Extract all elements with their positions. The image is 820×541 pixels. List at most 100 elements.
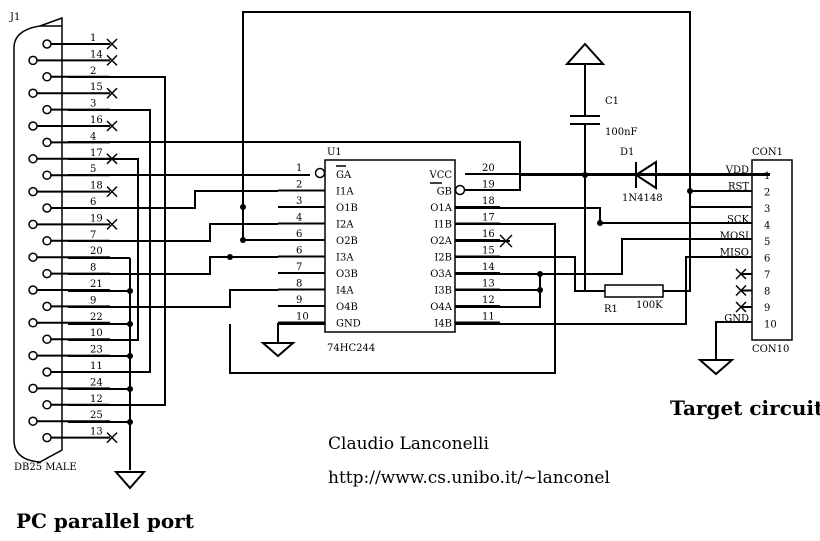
wire-vdd xyxy=(68,141,770,176)
j1-pin-contact xyxy=(28,88,38,98)
u1-pin-number: 20 xyxy=(482,163,495,174)
connector-con1: CON1 CON10 1VDD2RST34SCK5MOSI6MISO78910G… xyxy=(720,147,793,355)
j1-pin-number: 3 xyxy=(90,99,96,110)
j1-pin-number: 24 xyxy=(90,377,103,388)
nc-mark xyxy=(106,120,118,132)
j1-ref: J1 xyxy=(9,12,20,23)
connector-j1: J1 DB25 MALE 114215316417518619720821922… xyxy=(9,12,118,473)
r1-ref: R1 xyxy=(604,304,618,315)
j1-pin-contact xyxy=(28,416,38,426)
u1-pin-number: 18 xyxy=(482,196,495,207)
j1-pin-number: 17 xyxy=(90,148,103,159)
u1-pin-name: GA xyxy=(336,170,352,181)
j1-pin-contact xyxy=(42,334,52,344)
u1-pin-number: 11 xyxy=(482,312,495,323)
j1-pin-number: 19 xyxy=(90,213,103,224)
j1-pin-number: 18 xyxy=(90,181,103,192)
j1-pin-contact xyxy=(28,252,38,262)
wire-i1a xyxy=(68,190,278,209)
wire-i4a xyxy=(68,289,278,308)
u1-ref: U1 xyxy=(327,147,342,158)
j1-pin-number: 21 xyxy=(90,279,103,290)
u1-pin-name: I1A xyxy=(336,187,354,198)
u1-pin-number: 6 xyxy=(296,229,302,240)
j1-pin-number: 11 xyxy=(90,361,103,372)
db25-shell xyxy=(13,16,63,463)
wire-sck xyxy=(455,207,752,224)
u1-pin-name: I2A xyxy=(336,220,354,231)
j1-pin-contact xyxy=(28,121,38,131)
j1-pin-contact xyxy=(28,383,38,394)
u1-pin-number: 10 xyxy=(296,312,309,323)
con1-body xyxy=(751,159,793,341)
ground-symbol xyxy=(113,471,147,490)
j1-pin-contact xyxy=(42,104,52,115)
con1-pin-name: SCK xyxy=(727,215,750,226)
junction xyxy=(687,188,693,194)
u1-pin-name: I3B xyxy=(434,286,452,297)
j1-pin-contact xyxy=(28,318,38,328)
nc-mark xyxy=(106,87,118,99)
u1-pin-name: O4B xyxy=(336,302,358,313)
u1-pin-name: O4A xyxy=(430,302,453,313)
u1-pin-name: I4B xyxy=(434,319,452,330)
resistor-body xyxy=(604,284,664,298)
u1-pin-name: O2B xyxy=(336,236,358,247)
junction xyxy=(227,254,233,260)
j1-pin-contact xyxy=(42,137,52,148)
con1-pin-number: 6 xyxy=(764,254,770,265)
j1-pin-contact xyxy=(28,350,38,361)
con1-pin-number: 4 xyxy=(764,221,770,232)
con1-pin-name: MOSI xyxy=(720,231,749,242)
u1-pin-name: O1B xyxy=(336,203,358,214)
u1-pin-number: 17 xyxy=(482,213,495,224)
con1-pin-number: 2 xyxy=(764,188,770,199)
j1-pin-number: 6 xyxy=(90,197,96,208)
j1-pin-number: 2 xyxy=(90,66,96,77)
u1-pin-name: I4A xyxy=(336,286,354,297)
j1-pin-number: 16 xyxy=(90,115,103,126)
nc-mark xyxy=(106,432,118,444)
con1-pin-number: 3 xyxy=(764,204,770,215)
j1-pin-number: 25 xyxy=(90,410,103,421)
u1-pin-number: 6 xyxy=(296,246,302,257)
nc-mark xyxy=(106,54,118,66)
ga-bubble xyxy=(314,167,326,179)
u1-pin-number: 13 xyxy=(482,279,495,290)
wire-p2-p12 xyxy=(68,76,166,406)
vcc-arrow-symbol xyxy=(564,42,606,65)
j1-pin-contact xyxy=(42,400,52,410)
u1-pin-number: 12 xyxy=(482,295,495,306)
u1-pin-number: 14 xyxy=(482,262,495,273)
con1-pin-name: MISO xyxy=(720,248,749,259)
nc-mark xyxy=(106,38,118,50)
u1-pin-name: I2B xyxy=(434,253,452,264)
u1-part: 74HC244 xyxy=(327,343,375,354)
j1-pins: 1142153164175186197208219221023112412251… xyxy=(28,33,118,444)
wire-p4-p10 xyxy=(68,158,139,341)
u1-pin-name: I3A xyxy=(336,253,354,264)
j1-pin-number: 20 xyxy=(90,246,103,257)
u1-pin-number: 16 xyxy=(482,229,495,240)
con1-ref: CON1 xyxy=(752,147,783,158)
u1-body xyxy=(324,159,456,333)
con1-pin-number: 10 xyxy=(764,320,777,331)
u1-pin-name: I1B xyxy=(434,220,452,231)
u1-pin-name: GND xyxy=(336,319,361,330)
j1-pin-number: 13 xyxy=(90,427,103,438)
j1-pin-number: 9 xyxy=(90,295,96,306)
resistor-r1: R1 100K xyxy=(604,284,690,315)
ic-u1: U1 74HC244 1GA2I1A3O1B4I2A6O2B6I3A7O3B8I… xyxy=(278,147,513,354)
author-name: Claudio Lanconelli xyxy=(328,434,489,454)
j1-pin-contact xyxy=(42,432,52,443)
j1-pin-number: 22 xyxy=(90,312,103,323)
junction xyxy=(597,220,603,226)
wire-r1-right xyxy=(630,191,691,292)
capacitor-c1: C1 100nF xyxy=(564,42,638,175)
j1-pin-contact xyxy=(42,236,52,246)
j1-pin-number: 5 xyxy=(90,164,96,175)
wire-o1b-con3 xyxy=(242,11,752,208)
nc-mark xyxy=(106,186,118,198)
